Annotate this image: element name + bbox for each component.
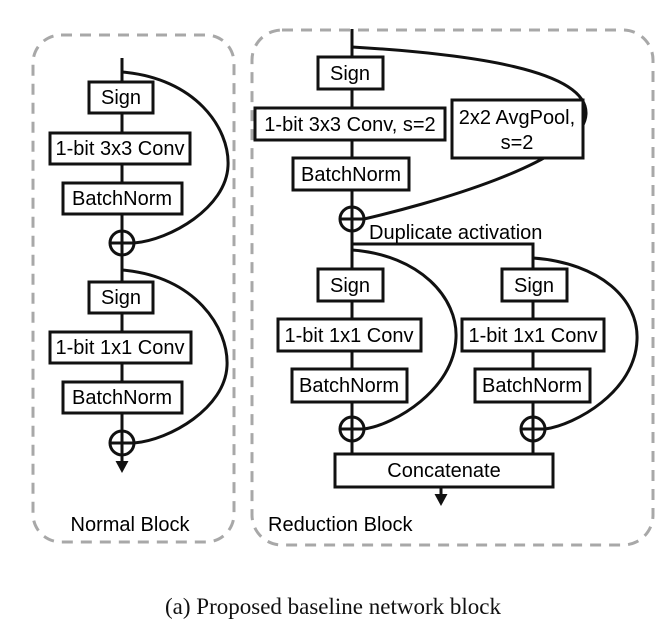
reduction-output-arrowhead-icon	[434, 494, 448, 506]
reduction-batchnorm1-box	[291, 156, 411, 192]
reduction-left-batchnorm-box	[290, 367, 409, 404]
reduction-left-conv-box	[276, 317, 423, 353]
normal-add-symbols	[108, 229, 136, 457]
normal-batchnorm1-label: BatchNorm	[72, 188, 172, 210]
normal-conv3x3-box	[48, 131, 192, 166]
normal-output-arrowhead-icon	[115, 461, 129, 473]
reduction-left-batchnorm-label: BatchNorm	[299, 375, 399, 397]
reduction-left-sign-label: Sign	[330, 275, 370, 297]
reduction-right-skip-curve	[532, 256, 639, 431]
normal-skip-curve-1	[121, 70, 230, 245]
duplicate-activation-note: Duplicate activation	[369, 222, 542, 244]
reduction-right-batchnorm-box	[473, 367, 592, 404]
normal-sign2-box	[87, 280, 155, 315]
normal-batchnorm1-box	[61, 181, 184, 216]
reduction-avgpool-box	[450, 98, 585, 160]
reduction-block-title: Reduction Block	[268, 514, 414, 536]
reduction-concatenate-box	[333, 452, 555, 489]
reduction-avgpool-skip-curve	[351, 45, 588, 221]
normal-batchnorm2-label: BatchNorm	[72, 387, 172, 409]
reduction-block-dashed-border	[250, 28, 655, 547]
reduction-sign1-label: Sign	[330, 63, 370, 85]
reduction-concatenate-label: Concatenate	[387, 460, 500, 482]
figure-caption: (a) Proposed baseline network block	[165, 594, 501, 619]
normal-conv1x1-label: 1-bit 1x1 Conv	[56, 337, 185, 359]
reduction-conv3x3s2-box	[253, 106, 447, 142]
reduction-left-skip-curve	[351, 248, 458, 431]
reduction-sign1-box	[316, 55, 385, 91]
reduction-batchnorm1-label: BatchNorm	[301, 164, 401, 186]
reduction-left-sign-box	[316, 267, 385, 303]
reduction-avgpool-label-line2: s=2	[501, 132, 534, 154]
reduction-right-conv-label: 1-bit 1x1 Conv	[469, 325, 598, 347]
normal-sign2-label: Sign	[101, 287, 141, 309]
reduction-right-sign-box	[500, 267, 569, 303]
reduction-right-sign-label: Sign	[514, 275, 554, 297]
normal-sign1-label: Sign	[101, 87, 141, 109]
normal-node-boxes	[48, 80, 193, 415]
normal-sign1-box	[87, 80, 155, 115]
reduction-left-conv-label: 1-bit 1x1 Conv	[285, 325, 414, 347]
normal-skip-curve-2	[121, 268, 229, 445]
reduction-right-batchnorm-label: BatchNorm	[482, 375, 582, 397]
reduction-right-conv-box	[460, 317, 606, 353]
normal-block-title: Normal Block	[71, 514, 191, 536]
normal-batchnorm2-box	[61, 380, 184, 415]
reduction-conv3x3s2-label: 1-bit 3x3 Conv, s=2	[264, 114, 435, 136]
reduction-avgpool-label-line1: 2x2 AvgPool,	[459, 107, 575, 129]
reduction-add-symbols	[338, 205, 547, 443]
normal-conv3x3-label: 1-bit 3x3 Conv	[56, 138, 185, 160]
reduction-node-boxes	[253, 55, 606, 489]
normal-conv1x1-box	[48, 330, 193, 365]
